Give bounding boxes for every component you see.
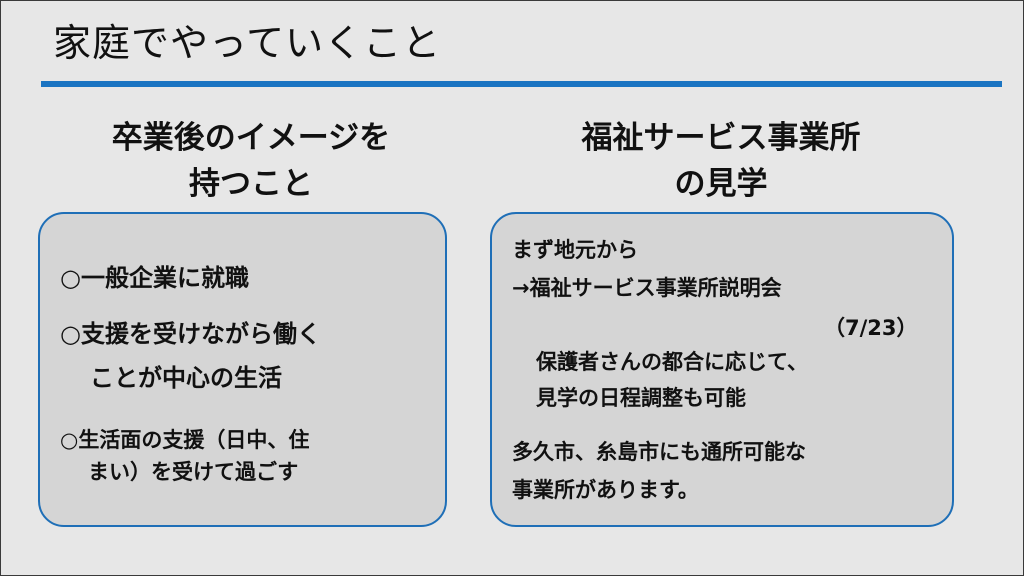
left-item-1: ○一般企業に就職	[60, 264, 249, 292]
right-heading-line1: 福祉サービス事業所	[581, 120, 861, 156]
left-heading-line2: 持つこと	[189, 166, 313, 202]
left-box: ○一般企業に就職 ○支援を受けながら働く ことが中心の生活 ○生活面の支援（日中…	[38, 212, 447, 527]
right-box: まず地元から →福祉サービス事業所説明会 （7/23） 保護者さんの都合に応じて…	[490, 212, 954, 527]
right-line-2: →福祉サービス事業所説明会	[512, 276, 782, 300]
left-item-2-line1: ○支援を受けながら働く	[60, 320, 321, 348]
left-heading-line1: 卒業後のイメージを	[111, 120, 391, 156]
right-line-4: 保護者さんの都合に応じて、	[536, 350, 808, 374]
right-line-5: 見学の日程調整も可能	[536, 386, 746, 410]
right-line-1: まず地元から	[512, 238, 638, 262]
left-heading: 卒業後のイメージを 持つこと	[71, 115, 431, 207]
right-line-7: 事業所があります。	[512, 478, 699, 502]
slide-title: 家庭でやっていくこと	[53, 21, 442, 65]
right-line-3: （7/23）	[824, 316, 918, 340]
right-heading: 福祉サービス事業所 の見学	[521, 115, 921, 207]
right-line-6: 多久市、糸島市にも通所可能な	[512, 440, 806, 464]
left-item-3-line1: ○生活面の支援（日中、住	[60, 428, 310, 452]
left-item-3-line2: まい）を受けて過ごす	[88, 460, 299, 484]
right-heading-line2: の見学	[674, 166, 768, 202]
left-item-2-line2: ことが中心の生活	[90, 364, 282, 392]
title-underline	[41, 81, 1002, 87]
